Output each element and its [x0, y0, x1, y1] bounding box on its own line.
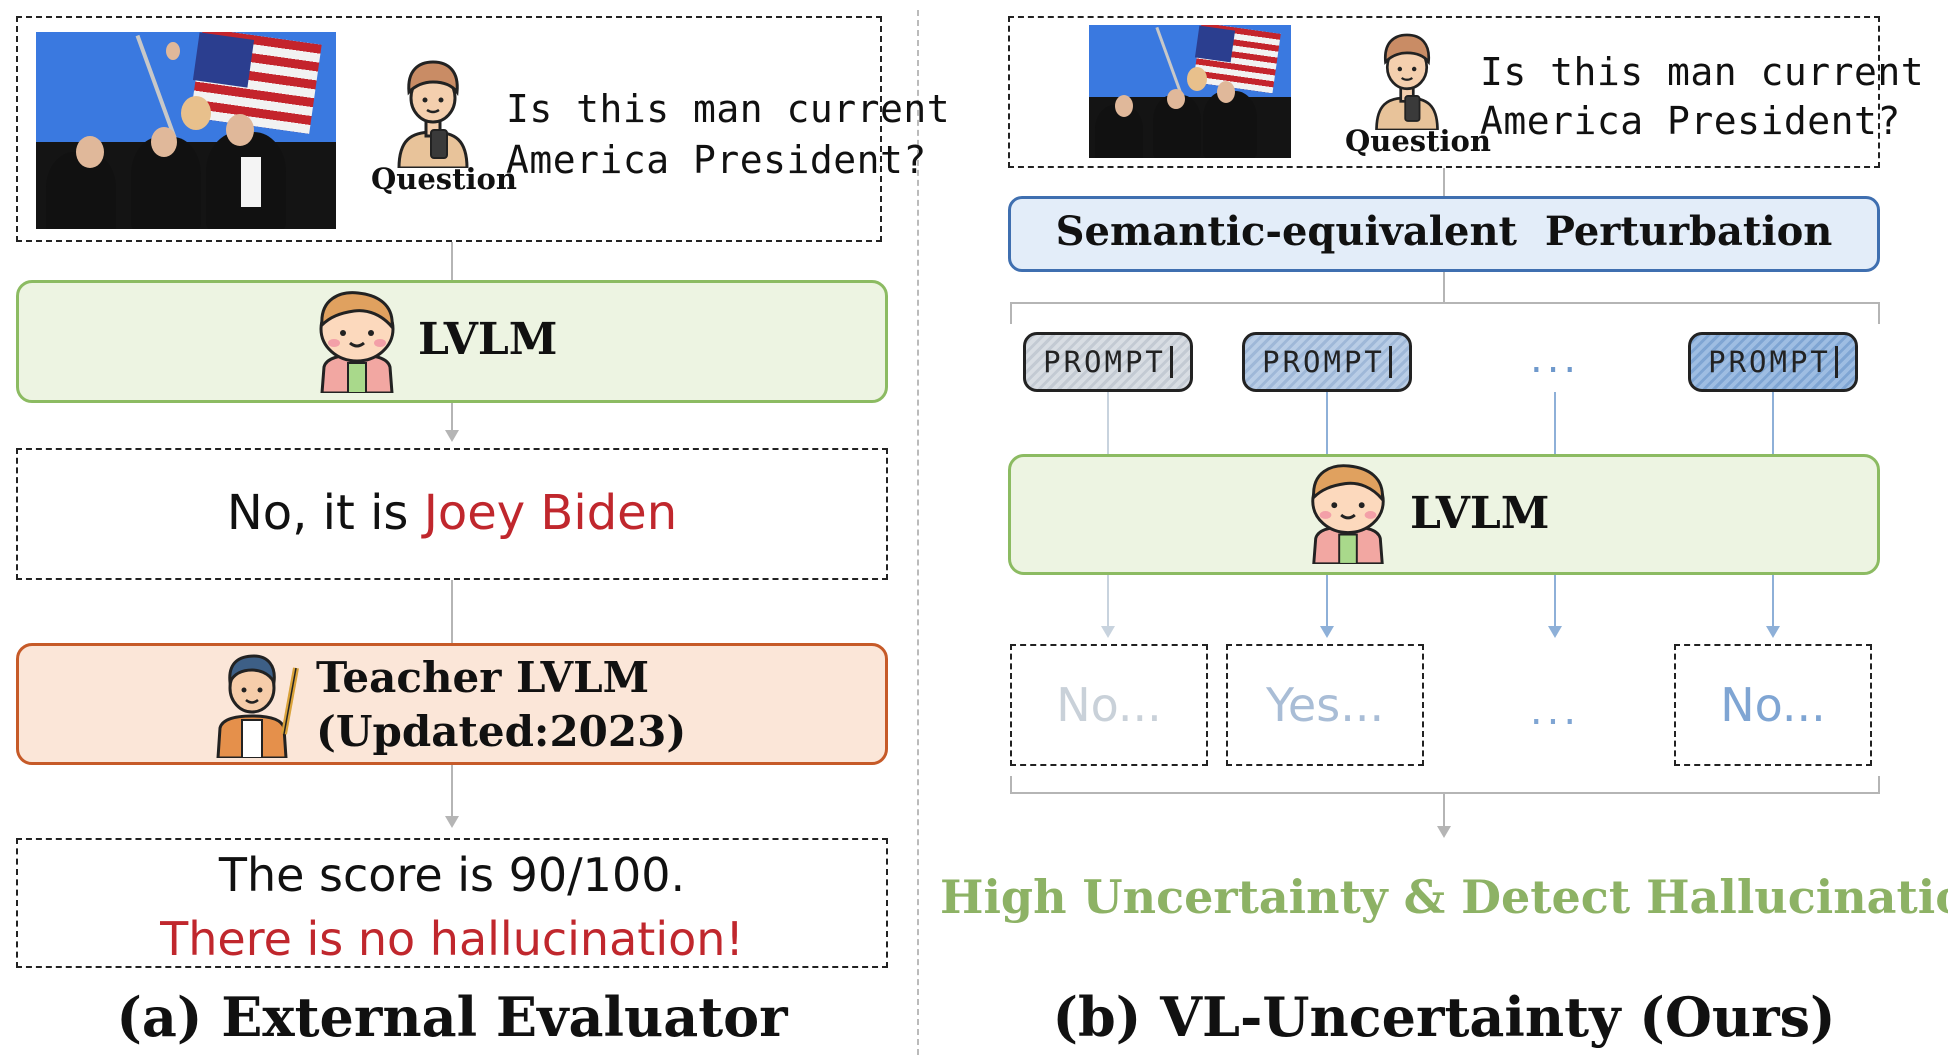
- arrow-ans-4: [1772, 575, 1774, 627]
- question-label-a: Question: [371, 162, 517, 196]
- arrow-head-a4: [445, 816, 459, 828]
- connector-b-result: [1443, 794, 1445, 826]
- arrow-ans-3-head: [1548, 626, 1562, 638]
- question-box-a: [16, 16, 882, 242]
- person-question-icon: [397, 60, 469, 168]
- question-text-b: Is this man current America President?: [1480, 48, 1924, 147]
- arrow-ans-2: [1326, 575, 1328, 627]
- answer-box-b4: [1674, 644, 1872, 766]
- caption-a: (a) External Evaluator: [116, 985, 788, 1049]
- score-line: The score is 90/100.: [218, 848, 686, 902]
- bracket-top: [1010, 302, 1880, 324]
- question-box-b: [1008, 16, 1880, 168]
- connector-a3: [451, 580, 453, 643]
- connector-b1: [1443, 168, 1445, 196]
- lvlm-robot-icon-a: [319, 291, 395, 393]
- question-line-1-b: Is this man current: [1480, 50, 1925, 94]
- result-text: High Uncertainty & Detect Hallucination!: [940, 870, 1948, 924]
- arrow-head-a2: [445, 430, 459, 442]
- question-line-2-a: America President?: [506, 138, 927, 183]
- verdict-line: There is no hallucination!: [160, 912, 744, 966]
- teacher-line-1: Teacher LVLM: [316, 653, 650, 702]
- prompt-chip-2-label: PROMPT: [1262, 345, 1385, 379]
- prompt-chip-1: PROMPT: [1023, 332, 1193, 392]
- answer-box-b2: [1226, 644, 1424, 766]
- teacher-line-2: (Updated:2023): [316, 707, 687, 756]
- perturbation-label: Semantic-equivalent Perturbation: [1055, 208, 1833, 255]
- answer-highlight-a: Joey Biden: [423, 485, 678, 541]
- prompt-chip-3-label: PROMPT: [1708, 345, 1831, 379]
- lvlm-label-a: LVLM: [418, 314, 558, 365]
- connector-b2: [1443, 272, 1445, 304]
- answer-b1: No...: [1056, 678, 1162, 732]
- teacher-label: Teacher LVLM (Updated:2023): [316, 651, 686, 759]
- perturbation-box: [1008, 196, 1880, 272]
- connector-prompt-1: [1107, 392, 1109, 454]
- teacher-icon: [216, 654, 299, 758]
- score-box-a: [16, 838, 888, 968]
- lvlm-label-b: LVLM: [1410, 488, 1550, 539]
- answer-prefix-a: No, it is: [226, 485, 424, 541]
- lvlm-robot-icon-b: [1311, 464, 1385, 564]
- arrow-ans-2-head: [1320, 626, 1334, 638]
- prompt-ellipsis: ...: [1530, 336, 1581, 382]
- answer-b3: ...: [1529, 688, 1581, 734]
- answer-text-a: No, it is Joey Biden: [16, 485, 888, 541]
- person-question-icon-b: [1375, 33, 1439, 130]
- lvlm-box-a: [16, 280, 888, 403]
- answer-box-a: [16, 448, 888, 580]
- arrow-ans-3: [1554, 575, 1556, 627]
- panel-divider: [917, 10, 919, 1055]
- connector-prompt-4: [1772, 392, 1774, 454]
- question-line-1-a: Is this man current: [506, 87, 951, 131]
- connector-a2: [451, 403, 453, 431]
- caption-b: (b) VL-Uncertainty (Ours): [1052, 985, 1836, 1049]
- question-line-2-b: America President?: [1480, 99, 1901, 144]
- news-photo-a: [36, 32, 336, 229]
- question-label-b: Question: [1345, 124, 1491, 158]
- arrow-ans-4-head: [1766, 626, 1780, 638]
- bracket-bottom: [1010, 776, 1880, 794]
- connector-a4: [451, 765, 453, 817]
- teacher-box-a: [16, 643, 888, 765]
- score-text: The score is 90/100. There is no halluci…: [16, 843, 888, 971]
- answer-b4: No...: [1720, 678, 1826, 732]
- arrow-ans-1-head: [1101, 626, 1115, 638]
- prompt-chip-1-label: PROMPT: [1043, 345, 1166, 379]
- connector-prompt-2: [1326, 392, 1328, 454]
- arrow-head-b-result: [1437, 826, 1451, 838]
- news-photo-b: [1089, 25, 1291, 158]
- prompt-chip-2: PROMPT: [1242, 332, 1412, 392]
- arrow-ans-1: [1107, 575, 1109, 627]
- lvlm-box-b: [1008, 454, 1880, 575]
- answer-box-b1: [1010, 644, 1208, 766]
- answer-b2: Yes...: [1265, 678, 1385, 732]
- prompt-chip-3: PROMPT: [1688, 332, 1858, 392]
- connector-prompt-3: [1554, 392, 1556, 454]
- question-text-a: Is this man current America President?: [506, 84, 950, 187]
- connector-a1: [451, 242, 453, 280]
